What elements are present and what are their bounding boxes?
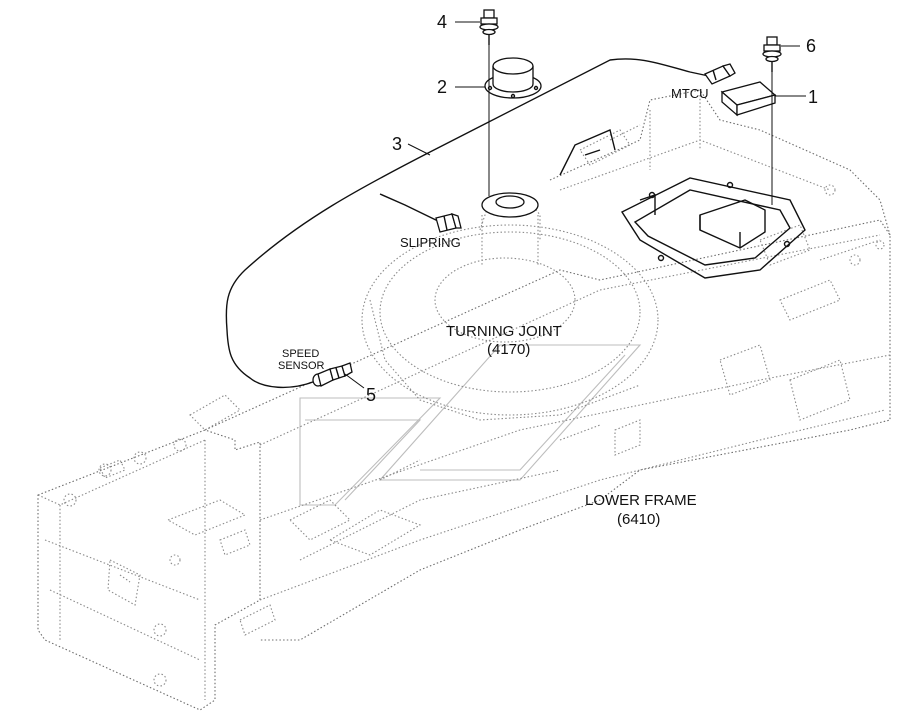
callout-2: 2: [437, 77, 447, 97]
callout-5: 5: [366, 385, 376, 405]
lower-frame: [37, 89, 891, 711]
label-sensor: SENSOR: [278, 360, 325, 372]
turning-joint: [361, 192, 659, 421]
mtcu-unit: [720, 81, 777, 117]
callout-6: 6: [806, 36, 816, 56]
leader-lines: [344, 21, 806, 389]
label-lower-frame-number: (6410): [617, 511, 660, 528]
slipring-connector: [435, 212, 462, 233]
label-mtcu: MTCU: [671, 86, 709, 101]
label-turning-joint: TURNING JOINT: [446, 323, 562, 340]
label-lower-frame: LOWER FRAME: [585, 492, 697, 509]
frame-cutout: [559, 129, 806, 279]
callout-1: 1: [808, 87, 818, 107]
bolt-6: [762, 36, 782, 205]
watermark-logo: [299, 344, 642, 506]
component-2: [484, 57, 542, 99]
label-slipring: SLIPRING: [400, 235, 461, 250]
bolt-4: [479, 9, 499, 196]
speed-sensor: [312, 362, 353, 387]
mtcu-connector: [704, 63, 736, 85]
callout-3: 3: [392, 134, 402, 154]
callout-4: 4: [437, 12, 447, 32]
label-turning-joint-number: (4170): [487, 341, 530, 358]
wiring-harness: [225, 58, 719, 389]
label-speed: SPEED: [282, 348, 319, 360]
